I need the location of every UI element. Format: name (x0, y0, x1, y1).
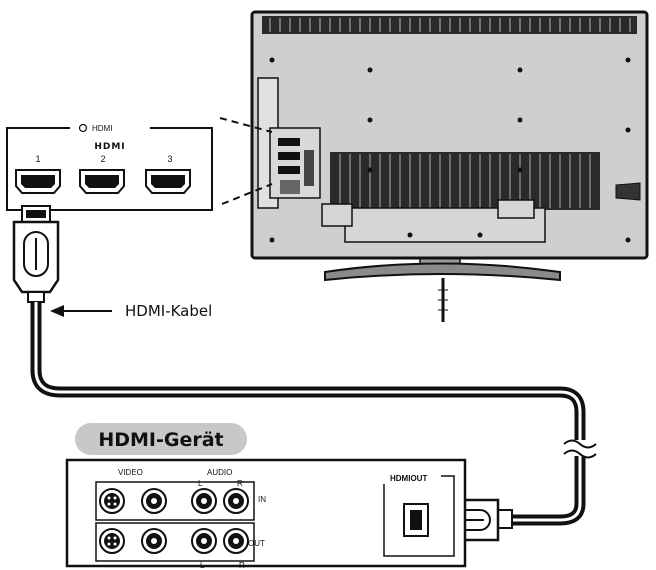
hdmi-port-3 (145, 169, 191, 194)
callout-line-bottom (221, 183, 273, 205)
svideo-in-jack (99, 488, 125, 514)
hdmi-device: HDMI-Gerät VIDEO AUDIO L R IN (65, 423, 467, 570)
hdmi-port-2 (79, 169, 125, 194)
arrow-left-icon (50, 305, 64, 317)
video-out-jack (141, 528, 167, 554)
hdmi-logo: HDMI (94, 142, 125, 152)
cable-label: HDMI-Kabel (125, 302, 212, 320)
cable-break-mark (563, 439, 597, 449)
device-title: HDMI-Gerät (98, 429, 223, 451)
cable-label-callout: HDMI-Kabel (50, 302, 212, 320)
row-out-r-label: R (239, 561, 245, 570)
audio-label: AUDIO (207, 468, 232, 477)
row-in-l-label: L (198, 479, 203, 488)
video-in-jack (141, 488, 167, 514)
row-in-tag: IN (258, 495, 266, 504)
svideo-out-jack (99, 528, 125, 554)
tv-hdmi-port-1 (278, 138, 300, 146)
audio-in-r-jack (223, 488, 249, 514)
row-in-r-label: R (237, 479, 243, 488)
hdmi-panel-header: HDMI (92, 124, 112, 133)
hdmi-port-number-3: 3 (167, 154, 172, 164)
device-title-badge (75, 423, 247, 455)
hdmi-plug-top (12, 205, 60, 303)
tv-main-vent (330, 152, 600, 210)
audio-in-l-jack (191, 488, 217, 514)
hdmi-cable (12, 205, 598, 542)
hdmi-port-1 (15, 169, 61, 194)
av-row-in: L R IN (95, 479, 266, 521)
hdmi-out-label: HDMIOUT (390, 474, 427, 483)
audio-out-l-jack (191, 528, 217, 554)
tv-stand-base (324, 262, 561, 282)
tv-hdmi-port-2 (278, 152, 300, 160)
hdmi-input-panel: HDMI HDMI 1 2 3 (6, 122, 213, 211)
device-hdmi-out-port: HDMIOUT (383, 472, 455, 557)
av-row-out: L R OUT (95, 522, 265, 570)
tv-hdmi-port-3 (278, 166, 300, 174)
hdmi-port-number-1: 1 (35, 154, 40, 164)
tv-screws (269, 57, 631, 243)
hdmi-port-number-2: 2 (100, 154, 105, 164)
tv-handle (615, 182, 641, 201)
row-out-l-label: L (200, 561, 205, 570)
row-out-tag: OUT (248, 539, 265, 548)
callout-line-top (219, 117, 273, 133)
tv-rear (250, 10, 649, 322)
video-label: VIDEO (118, 468, 143, 477)
audio-out-r-jack (223, 528, 249, 554)
hdmi-symbol-icon (78, 123, 88, 133)
